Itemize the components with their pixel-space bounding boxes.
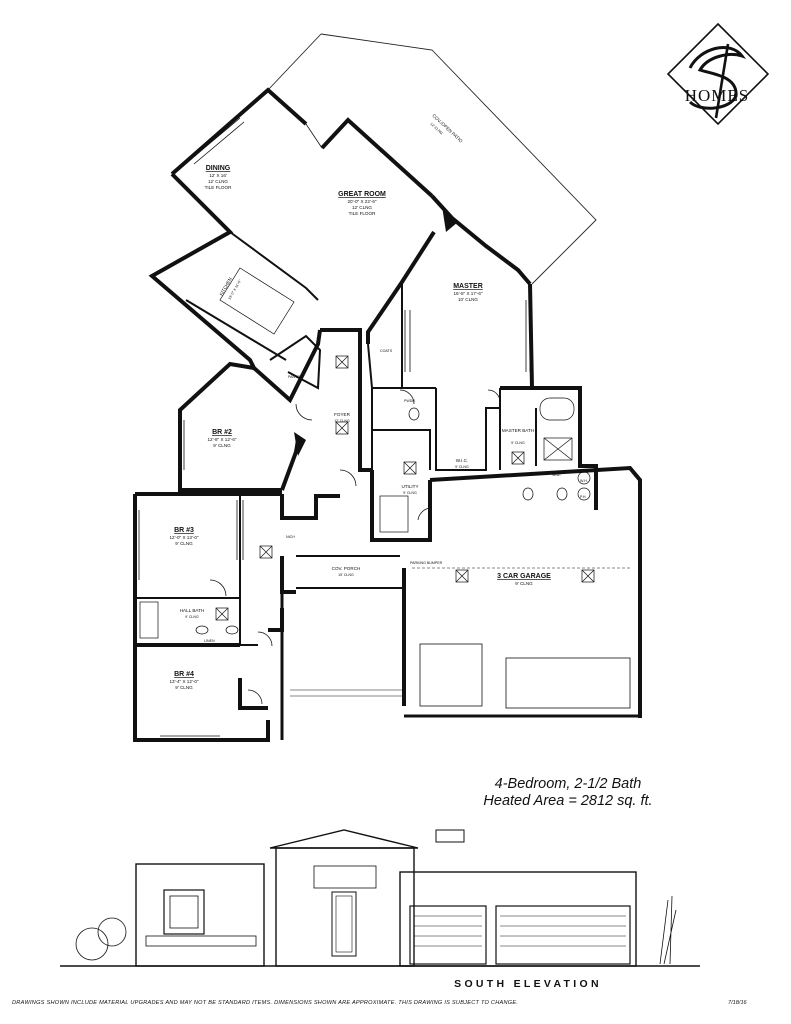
master-bath-name: MASTER BATH [502,428,534,433]
pantry-name: PANTRY [288,375,303,379]
br3-dims: 12'-0" X 13'-0" [169,535,198,540]
cov-porch-name: COV. PORCH [332,566,361,571]
br2-name: BR #2 [212,429,232,436]
master-dims: 16'-5" X 17'-6" [453,291,482,296]
great-room-dims: 20'-0" X 22'-6" [347,199,376,204]
corner-fill [294,432,306,456]
wh-label: W.H. [580,479,588,483]
pwdr-label: PWDR [404,399,415,403]
ceiling-fixtures [215,355,595,621]
hall-bath-clng: 9' CLNG [185,615,199,619]
door-swings [209,123,501,705]
br2-clng: 9' CLNG [213,443,231,448]
disclaimer-text: DRAWINGS SHOWN INCLUDE MATERIAL UPGRADES… [12,1000,519,1006]
utility-clng: 9' CLNG [403,491,417,495]
garage-name: 3 CAR GARAGE [497,573,551,580]
foyer-name: FOYER [334,412,351,417]
great-room-floor: TILE FLOOR [349,211,376,216]
plan-summary: 4-Bedroom, 2-1/2 Bath Heated Area = 2812… [438,776,698,810]
great-room-clng: 12' CLNG [352,205,372,210]
fireplace [442,206,458,232]
br4-clng: 9' CLNG [175,685,193,690]
garage-clng: 9' CLNG [515,581,533,586]
utility-name: UTILITY [401,484,418,489]
south-elevation [60,829,700,967]
wic-clng: 9' CLNG [455,465,469,469]
dining-floor: TILE FLOOR [205,185,232,190]
drawing-date: 7/18/16 [728,1000,747,1006]
patio-outline [267,33,597,285]
master-bath-clng: 9' CLNG [511,441,525,445]
foyer-clng: 12' CLNG [334,419,350,423]
great-room-name: GREAT ROOM [338,191,386,198]
interior-walls [135,231,537,646]
br3-name: BR #3 [174,527,194,534]
fixtures [139,267,591,639]
hall-bath-name: HALL BATH [180,608,205,613]
dining-name: DINING [206,165,231,172]
logo-wordmark: HOMES [684,86,750,105]
master-name: MASTER [453,283,483,290]
br4-name: BR #4 [174,671,194,678]
linen-label: LINEN [204,639,215,643]
seat-label: SEAT [552,473,562,477]
dining-clng: 12' CLNG [208,179,228,184]
summary-bed-bath: 4-Bedroom, 2-1/2 Bath [494,776,642,792]
exterior-walls [133,87,642,742]
parking-bumper-label: PARKING BUMPER [410,561,443,565]
br4-dims: 13'-4" X 12'-0" [169,679,198,684]
wic-name: W.I.C. [456,458,469,463]
br3-clng: 9' CLNG [175,541,193,546]
windows [134,117,531,741]
sd-homes-logo [666,22,770,126]
dining-dims: 12' X 16' [209,173,227,178]
garage-details [280,567,640,740]
ph-label: P.H. [580,495,587,499]
cov-porch-clng: 15' CLNG [338,573,354,577]
summary-heated-area: Heated Area = 2812 sq. ft. [483,793,653,809]
master-clng: 10' CLNG [458,297,478,302]
nich-label: NICH [286,535,295,539]
coats-label: COATS [380,349,393,353]
elevation-label: SOUTH ELEVATION [454,978,602,990]
room-labels: DINING 12' X 16' 12' CLNG TILE FLOOR GRE… [169,165,587,690]
br2-dims: 12'-8" X 12'-6" [207,437,236,442]
